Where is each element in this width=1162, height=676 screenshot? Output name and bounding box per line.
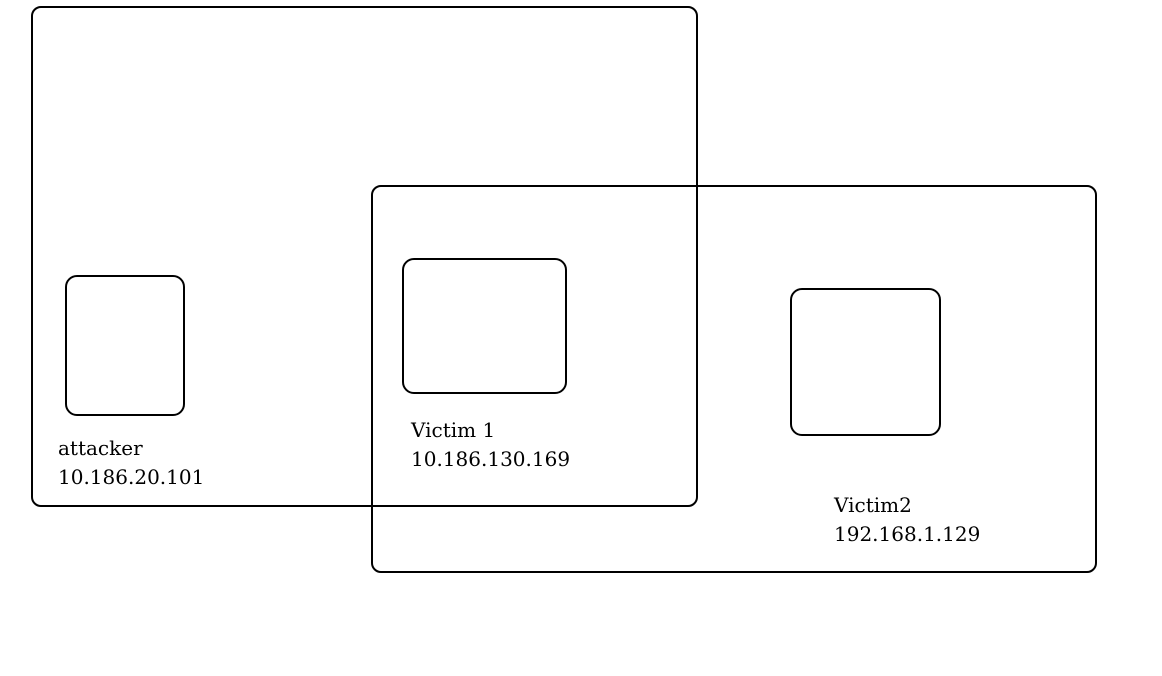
- attacker-node-ip: 10.186.20.101: [58, 465, 205, 489]
- attacker-node-box: [65, 275, 185, 416]
- network-1-boundary: [31, 6, 698, 507]
- victim2-node-box: [790, 288, 941, 436]
- victim2-node-ip: 192.168.1.129: [834, 522, 981, 546]
- attacker-node-name: attacker: [58, 436, 143, 460]
- victim2-node-label: Victim2 192.168.1.129: [834, 491, 980, 549]
- victim1-node-ip: 10.186.130.169: [411, 447, 571, 471]
- victim1-node-name: Victim 1: [411, 418, 496, 442]
- attacker-node-label: attacker 10.186.20.101: [58, 434, 204, 492]
- victim2-node-name: Victim2: [834, 493, 912, 517]
- victim1-node-box: [402, 258, 567, 394]
- victim1-node-label: Victim 1 10.186.130.169: [411, 416, 570, 474]
- network-2-boundary: [371, 185, 1097, 573]
